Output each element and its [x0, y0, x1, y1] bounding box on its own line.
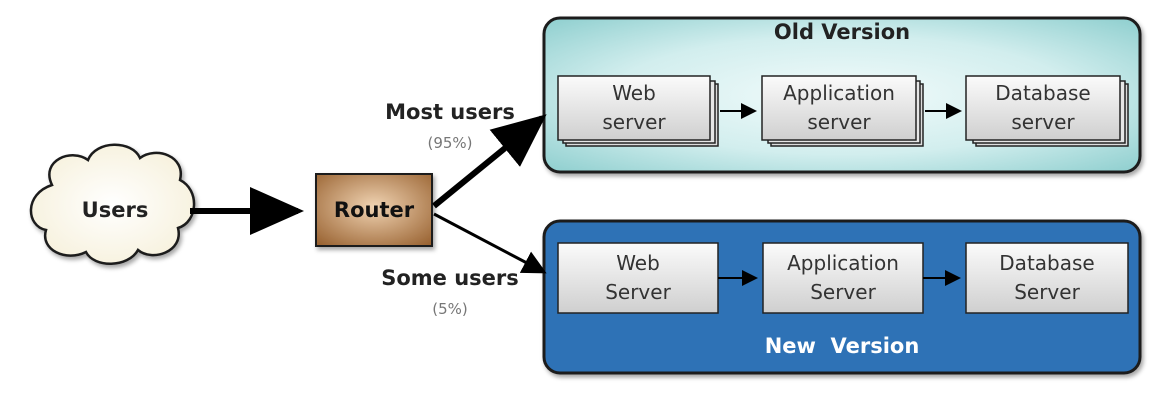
router-to-old-version-arrow	[432, 114, 547, 209]
old-database-server-label: Database server	[995, 81, 1091, 134]
old-application-server-label: Application server	[783, 81, 895, 134]
users-cloud	[29, 143, 196, 265]
most-users-label: Most users	[385, 100, 515, 124]
old-application-server-stack	[761, 75, 924, 147]
new-version-title: New Version	[764, 334, 920, 358]
new-database-server-box	[965, 242, 1129, 314]
old-version-title: Old Version	[773, 20, 911, 44]
old-database-server-stack	[965, 75, 1129, 147]
router-label: Router	[333, 198, 415, 222]
new-web-server-label: Web Server	[605, 251, 671, 304]
new-application-server-label: Application Server	[787, 251, 899, 304]
users-label: Users	[81, 198, 149, 222]
new-database-server-label: Database Server	[999, 251, 1095, 304]
most-users-share: (95%)	[427, 134, 473, 152]
some-users-share: (5%)	[432, 300, 468, 318]
some-users-label: Some users	[381, 266, 519, 290]
router-box	[315, 173, 433, 247]
router-to-new-version-arrow	[433, 212, 547, 274]
old-web-server-stack	[557, 75, 719, 147]
old-web-server-label: Web server	[602, 81, 666, 134]
new-application-server-box	[762, 242, 924, 314]
